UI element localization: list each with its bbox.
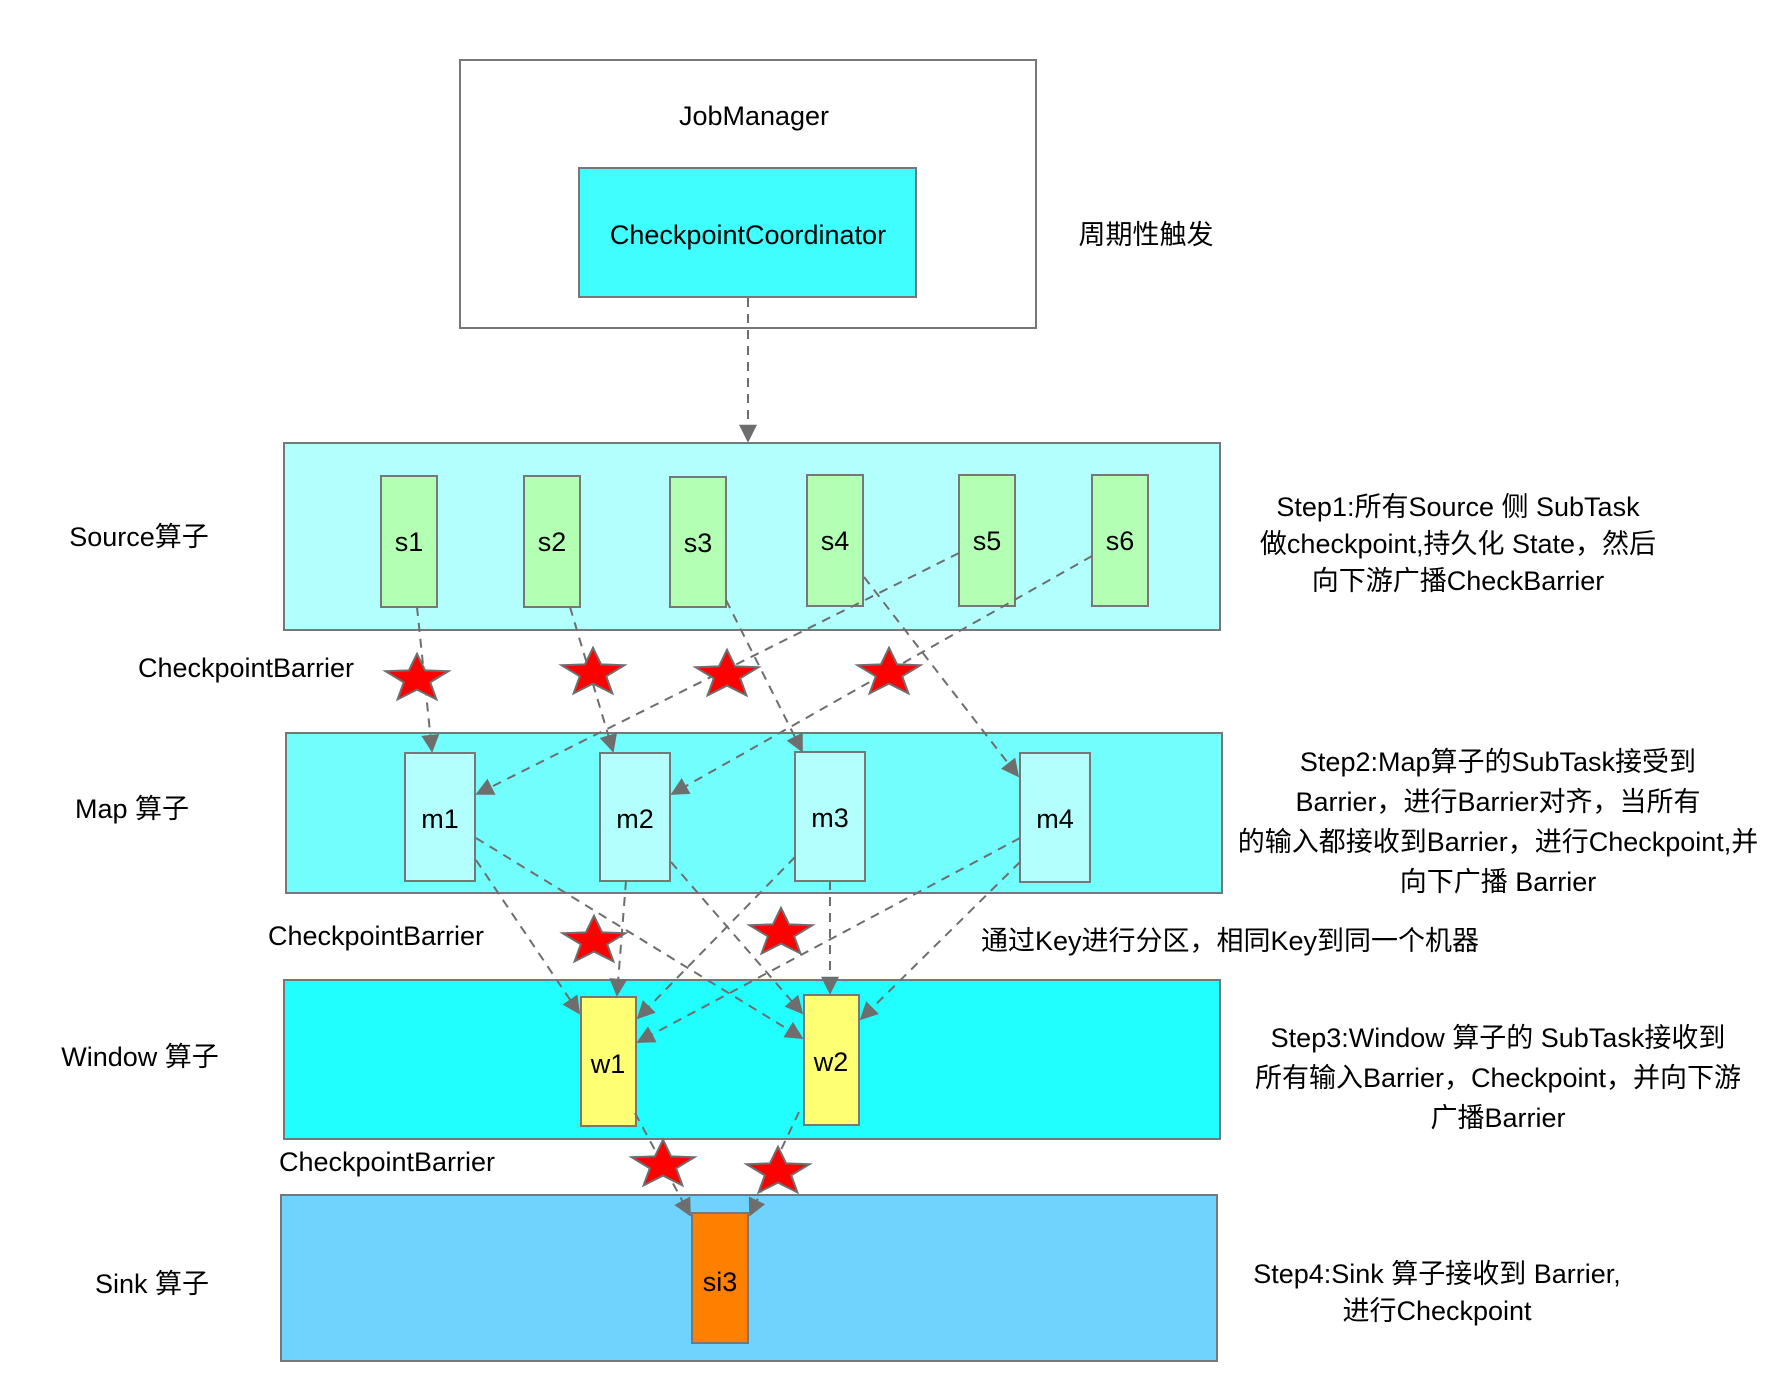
checkpoint-barrier-label-1: CheckpointBarrier (138, 653, 354, 683)
barrier-star-icon (559, 913, 629, 964)
edge-s5-m1 (475, 552, 960, 795)
edge-m3-w1 (636, 856, 796, 1020)
barrier-star-icon (743, 1144, 813, 1195)
barrier-star-icon (692, 647, 762, 698)
edge-s3-m3 (725, 599, 803, 753)
step1-line: 向下游广播CheckBarrier (1312, 566, 1605, 596)
sink-subtasks: si3 (691, 1212, 749, 1344)
subtask-s2: s2 (523, 475, 581, 608)
subtask-m1: m1 (404, 752, 476, 882)
edge-m2-w1 (609, 880, 628, 997)
step4-line: Step4:Sink 算子接收到 Barrier, (1253, 1259, 1621, 1289)
edge-m2-w2 (670, 861, 804, 1015)
barrier-star-icon (854, 645, 924, 696)
svg-text:m2: m2 (616, 804, 654, 834)
subtask-m3: m3 (794, 751, 866, 882)
dataflow-edges (416, 298, 1093, 1217)
svg-text:m1: m1 (421, 804, 459, 834)
barrier-star-icon (628, 1137, 698, 1188)
step3-description: Step3:Window 算子的 SubTask接收到 所有输入Barrier，… (1255, 1023, 1741, 1133)
step2-line: 的输入都接收到Barrier，进行Checkpoint,并 (1238, 827, 1759, 857)
subtask-si3: si3 (691, 1212, 749, 1344)
step2-line: Barrier，进行Barrier对齐，当所有 (1295, 787, 1700, 817)
barrier-star-icon (382, 651, 452, 702)
periodic-trigger-note: 周期性触发 (1079, 220, 1214, 250)
step3-line: 广播Barrier (1430, 1103, 1565, 1133)
svg-text:s3: s3 (684, 528, 713, 558)
subtask-w1: w1 (580, 996, 637, 1127)
checkpoint-coordinator-box (578, 167, 917, 298)
checkpoint-barrier-label-3: CheckpointBarrier (279, 1147, 495, 1177)
svg-text:s2: s2 (538, 527, 567, 557)
svg-text:s5: s5 (973, 526, 1002, 556)
subtask-m2: m2 (599, 752, 671, 882)
subtask-s5: s5 (958, 474, 1016, 607)
source-layer-label: Source算子 (69, 522, 209, 552)
checkpoint-barrier-label-2: CheckpointBarrier (268, 921, 484, 951)
svg-text:s1: s1 (395, 527, 424, 557)
map-subtasks: m1 m2 m3 m4 (404, 751, 1091, 883)
sink-layer-label: Sink 算子 (95, 1269, 209, 1299)
svg-text:m4: m4 (1036, 804, 1074, 834)
step4-line: 进行Checkpoint (1342, 1296, 1532, 1326)
svg-text:w1: w1 (590, 1049, 626, 1079)
edge-m4-w2 (859, 861, 1021, 1021)
subtask-s6: s6 (1091, 474, 1149, 607)
subtask-w2: w2 (803, 994, 860, 1126)
jobmanager-title: JobManager (679, 101, 829, 131)
step2-line: 向下广播 Barrier (1400, 867, 1597, 897)
map-layer-label: Map 算子 (75, 794, 189, 824)
edge-s4-m4 (863, 576, 1020, 778)
step1-line: Step1:所有Source 侧 SubTask (1276, 492, 1640, 522)
source-layer (283, 442, 1221, 631)
svg-text:w2: w2 (813, 1047, 849, 1077)
svg-text:si3: si3 (703, 1267, 738, 1297)
barrier-star-icon (746, 905, 816, 956)
edge-w2-si3 (748, 1111, 800, 1217)
window-subtasks: w1 w2 (580, 994, 860, 1127)
svg-text:s4: s4 (821, 526, 850, 556)
barrier-markers (382, 645, 924, 1195)
subtask-s3: s3 (669, 476, 727, 608)
step3-line: Step3:Window 算子的 SubTask接收到 (1271, 1023, 1726, 1053)
subtask-s1: s1 (380, 475, 438, 608)
step1-description: Step1:所有Source 侧 SubTask 做checkpoint,持久化… (1260, 492, 1656, 596)
svg-text:m3: m3 (811, 803, 849, 833)
window-layer-label: Window 算子 (61, 1042, 219, 1072)
step2-line: Step2:Map算子的SubTask接受到 (1300, 747, 1696, 777)
step3-line: 所有输入Barrier，Checkpoint，并向下游 (1255, 1063, 1741, 1093)
barrier-star-icon (558, 645, 628, 696)
partition-note: 通过Key进行分区，相同Key到同一个机器 (981, 926, 1479, 956)
step2-description: Step2:Map算子的SubTask接受到 Barrier，进行Barrier… (1238, 747, 1759, 897)
subtask-m4: m4 (1019, 752, 1091, 883)
jobmanager-node: JobManager CheckpointCoordinator (459, 59, 1037, 329)
svg-text:s6: s6 (1106, 526, 1135, 556)
edge-m4-w1 (636, 837, 1021, 1043)
source-subtasks: s1 s2 s3 s4 s5 s6 (380, 474, 1149, 608)
step4-description: Step4:Sink 算子接收到 Barrier, 进行Checkpoint (1253, 1259, 1621, 1326)
edge-w1-si3 (634, 1112, 691, 1217)
checkpoint-coordinator-label: CheckpointCoordinator (610, 220, 886, 250)
window-layer (283, 979, 1221, 1140)
step1-line: 做checkpoint,持久化 State，然后 (1260, 529, 1656, 559)
subtask-s4: s4 (806, 474, 864, 607)
